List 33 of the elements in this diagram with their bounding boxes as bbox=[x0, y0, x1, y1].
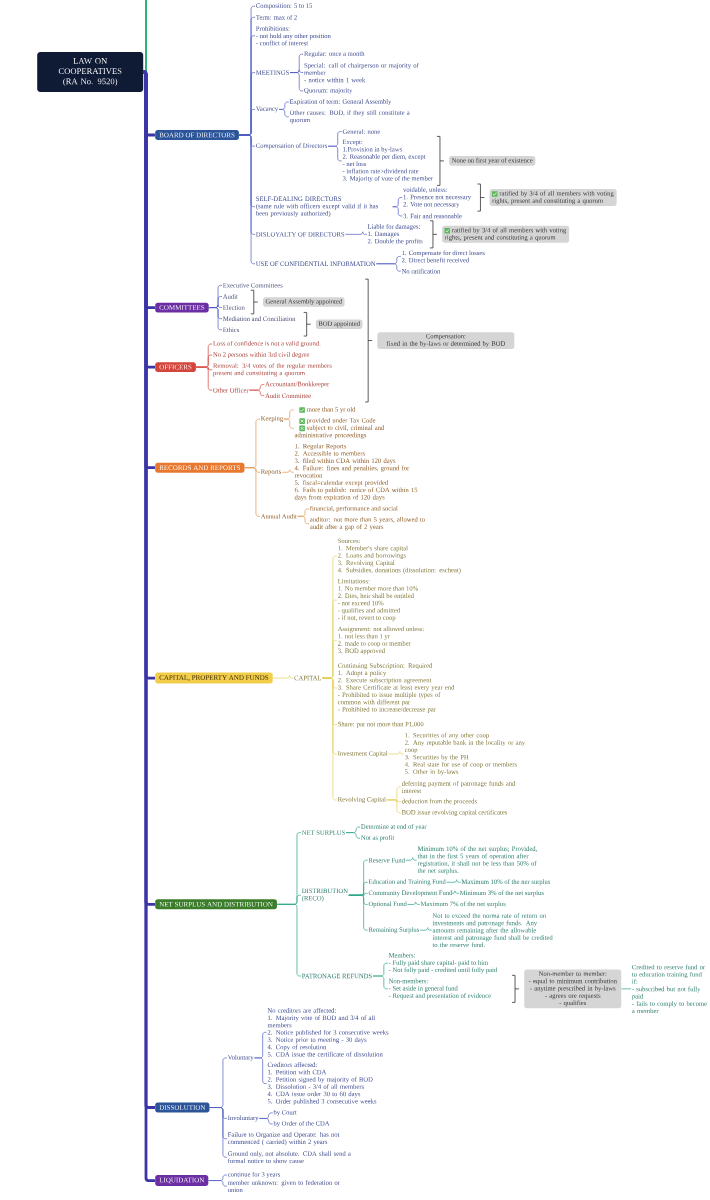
connector bbox=[254, 1057, 268, 1084]
connector bbox=[452, 890, 460, 894]
connector bbox=[289, 72, 304, 92]
connector bbox=[376, 263, 402, 272]
connector bbox=[386, 799, 402, 814]
connector bbox=[372, 975, 389, 990]
connector bbox=[407, 901, 421, 905]
connector bbox=[348, 894, 368, 931]
connector bbox=[249, 389, 265, 397]
connector bbox=[195, 366, 213, 391]
connector bbox=[272, 675, 294, 679]
connector bbox=[419, 927, 433, 931]
connector bbox=[208, 307, 223, 331]
connector bbox=[392, 206, 403, 217]
connector bbox=[327, 145, 343, 162]
connector bbox=[281, 469, 295, 473]
connector bbox=[244, 467, 261, 517]
connector bbox=[297, 515, 310, 524]
connector bbox=[278, 109, 290, 118]
connector bbox=[276, 903, 302, 977]
connector bbox=[209, 1107, 228, 1158]
title-box: LAW ON COOPERATIVES (RA No. 9520) bbox=[37, 52, 144, 92]
connector bbox=[208, 1180, 228, 1187]
connector bbox=[345, 832, 361, 839]
connector bbox=[621, 988, 632, 990]
connector bbox=[258, 1118, 273, 1125]
connector bbox=[388, 751, 405, 755]
connector bbox=[345, 231, 368, 235]
connector bbox=[446, 879, 461, 883]
connector bbox=[238, 134, 256, 265]
connector bbox=[283, 418, 295, 429]
connector bbox=[405, 857, 418, 861]
connector bbox=[321, 677, 338, 801]
